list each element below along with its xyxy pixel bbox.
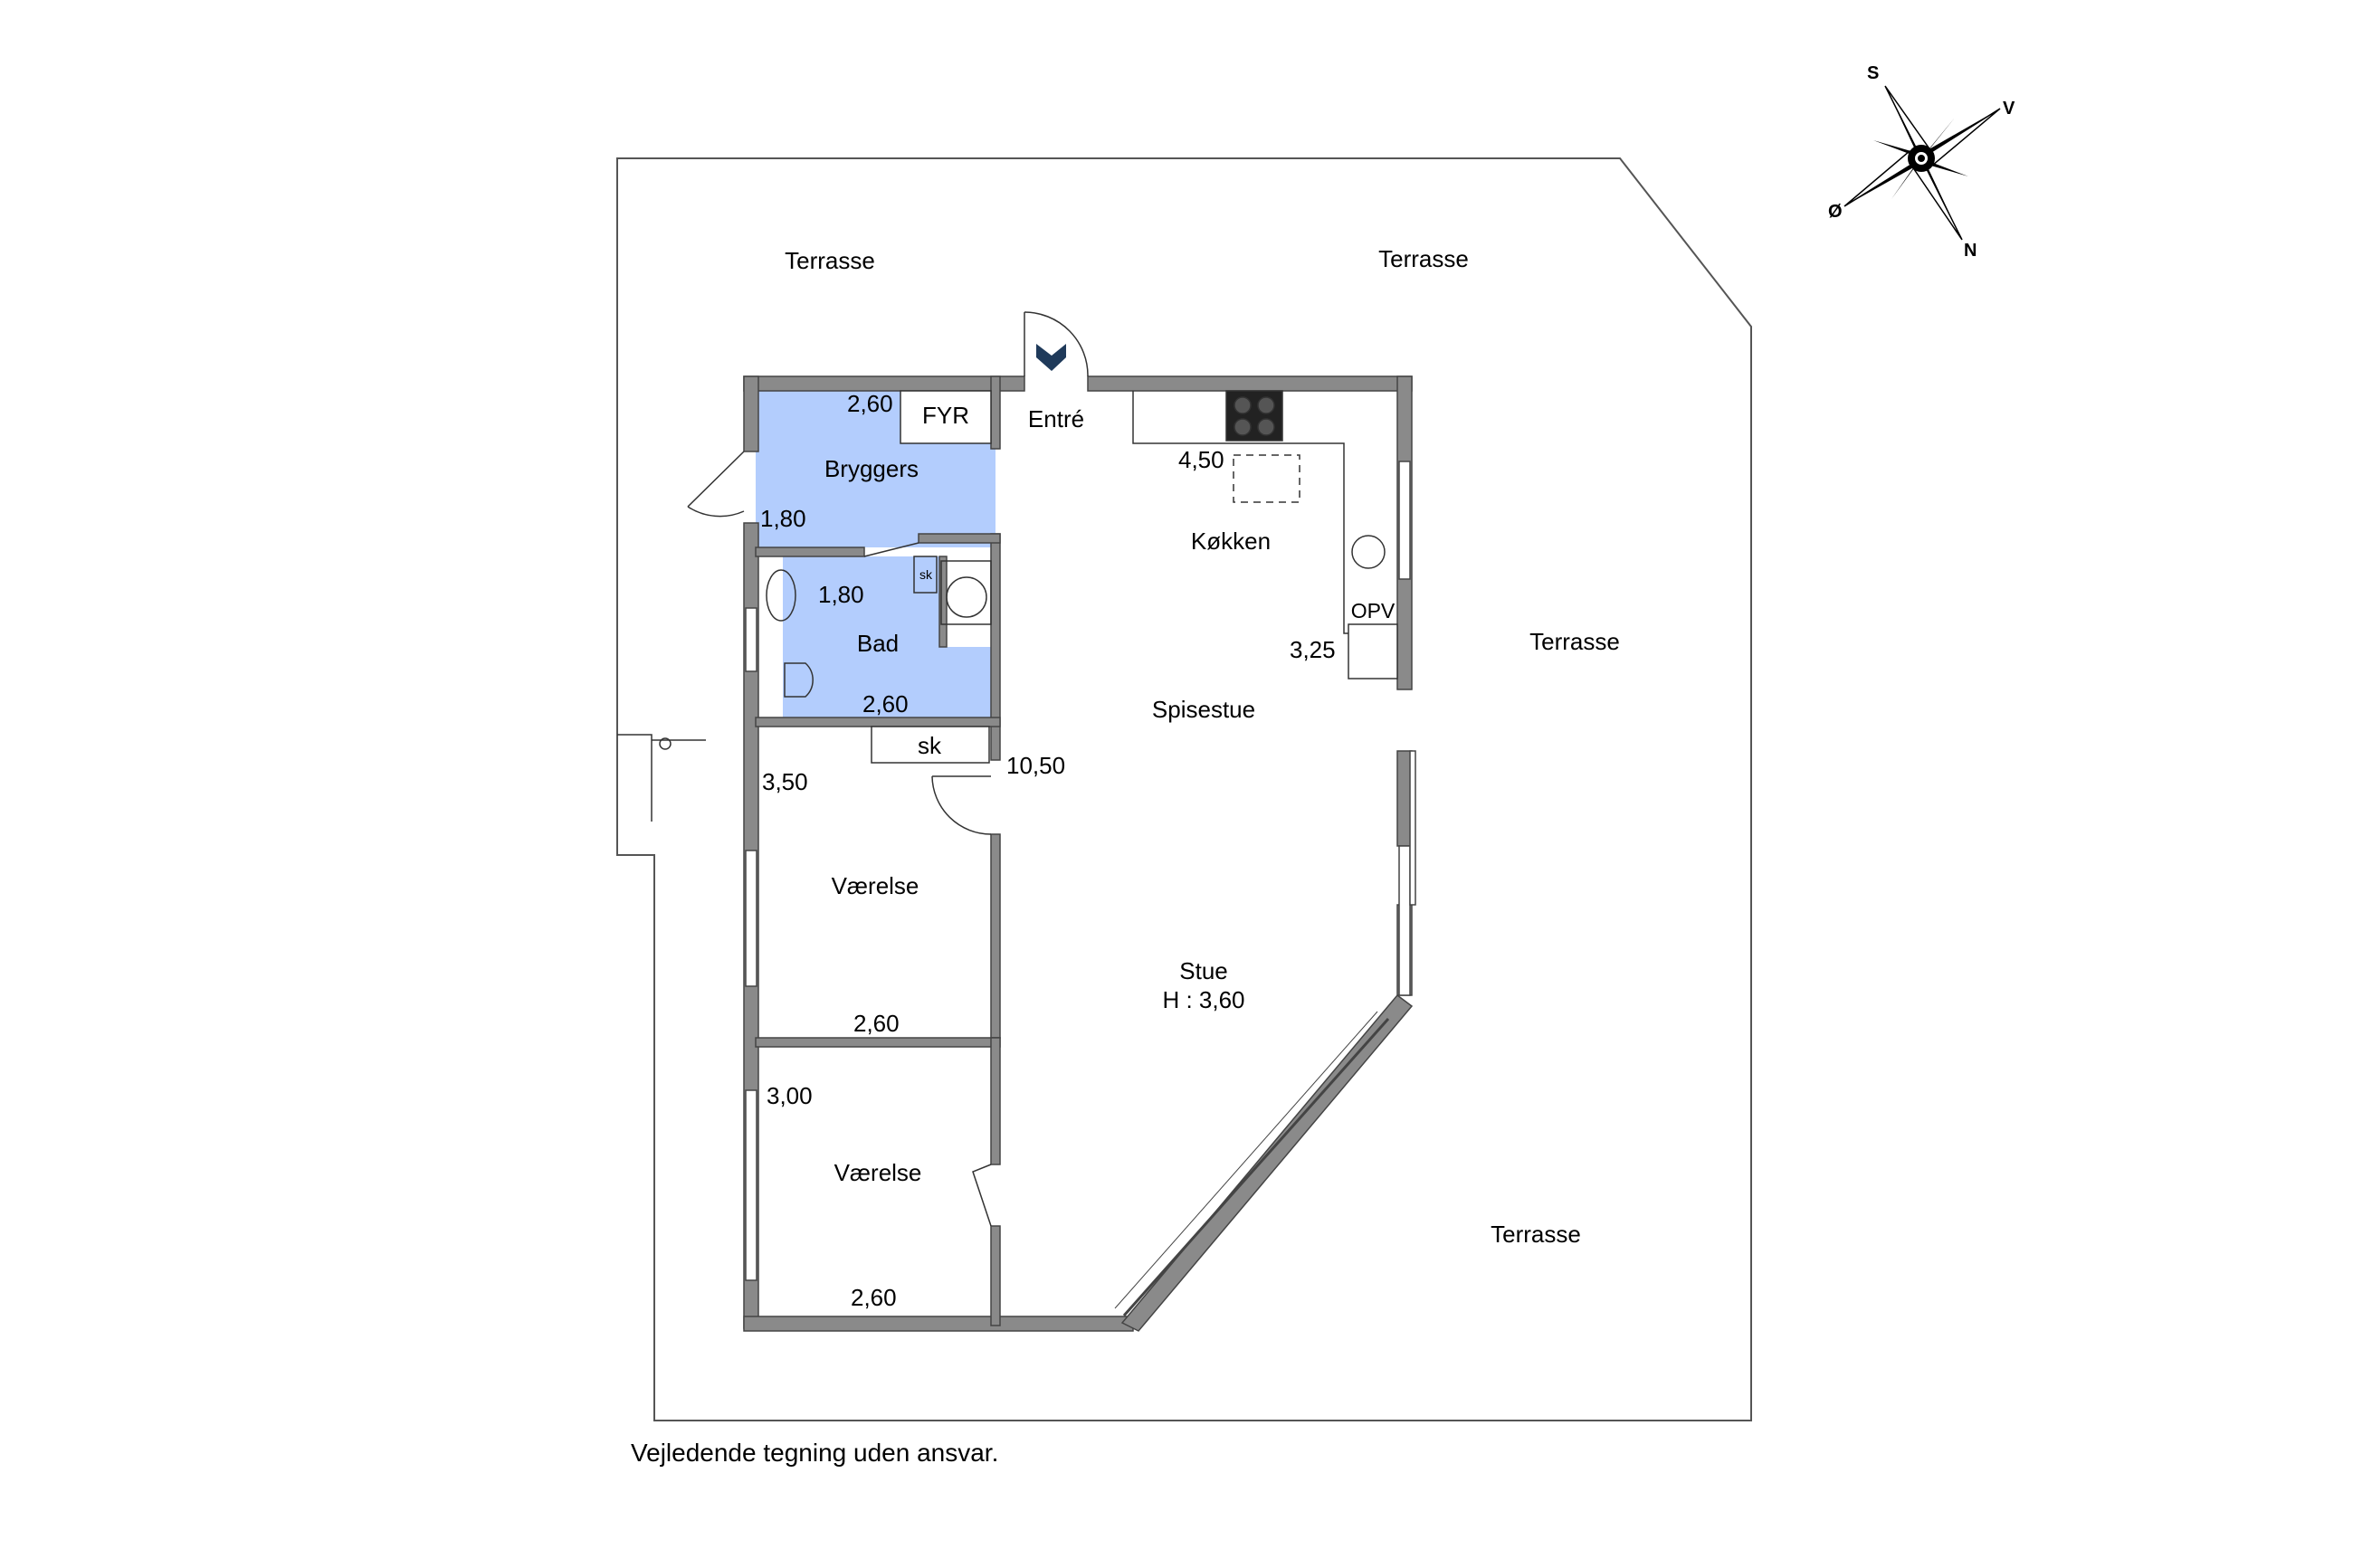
vaerelse-label-1: Værelse: [832, 872, 919, 899]
dim-room2-width: 2,60: [851, 1284, 897, 1311]
fyr-label: FYR: [922, 402, 969, 429]
bad-sk-label: sk: [919, 567, 933, 582]
terrace-outline: [616, 157, 1752, 1421]
opv-label: OPV: [1351, 599, 1396, 622]
dimension-labels: 2,60 1,80 4,50 1,80 3,25 2,60 10,50 3,50…: [760, 390, 1336, 1311]
kokken-label: Køkken: [1191, 527, 1271, 555]
terrace-label-se: Terrasse: [1491, 1221, 1581, 1248]
diagonal-window: [1122, 1018, 1390, 1316]
bad-label: Bad: [857, 630, 899, 657]
dim-kitchen-width: 4,50: [1178, 446, 1224, 473]
disclaimer-note: Vejledende tegning uden ansvar.: [631, 1439, 999, 1467]
diagonal-window-inner: [1114, 1011, 1378, 1309]
vaerelse-label-2: Værelse: [834, 1159, 922, 1186]
terrace-label-nw: Terrasse: [785, 247, 875, 274]
entry-marker-icon: [1036, 344, 1066, 371]
terrace-label-n: Terrasse: [1378, 245, 1469, 272]
doors: [687, 311, 1089, 1227]
stue-height-label: H : 3,60: [1162, 986, 1244, 1013]
terrace-label-e: Terrasse: [1529, 628, 1620, 655]
stue-label: Stue: [1179, 957, 1228, 984]
dim-room1-depth: 3,50: [762, 768, 808, 795]
windows: [745, 461, 1416, 1281]
compass-rose: S V Ø N: [1828, 63, 2015, 261]
compass-label-o: Ø: [1828, 202, 1843, 222]
room-labels: Terrasse Terrasse Terrasse Terrasse Bryg…: [785, 245, 1620, 1248]
dim-room1-width: 2,60: [853, 1010, 900, 1037]
dim-bad-depth: 1,80: [818, 581, 864, 608]
compass-label-v: V: [2003, 99, 2015, 119]
dim-bryggers-width: 2,60: [847, 390, 893, 417]
bryggers-floor: [756, 391, 996, 547]
dim-bad-width: 2,60: [862, 690, 909, 717]
dim-living-length: 10,50: [1006, 752, 1065, 779]
fixtures: [617, 390, 1398, 822]
bryggers-label: Bryggers: [824, 455, 919, 482]
spisestue-label: Spisestue: [1152, 696, 1255, 723]
compass-label-s: S: [1867, 63, 1879, 83]
sk-label: sk: [918, 732, 942, 759]
entre-label: Entré: [1028, 405, 1084, 432]
dim-kitchen-depth: 3,25: [1290, 636, 1336, 663]
dim-room2-depth: 3,00: [767, 1082, 813, 1109]
dim-bryggers-depth: 1,80: [760, 505, 806, 532]
compass-label-n: N: [1964, 241, 1977, 261]
